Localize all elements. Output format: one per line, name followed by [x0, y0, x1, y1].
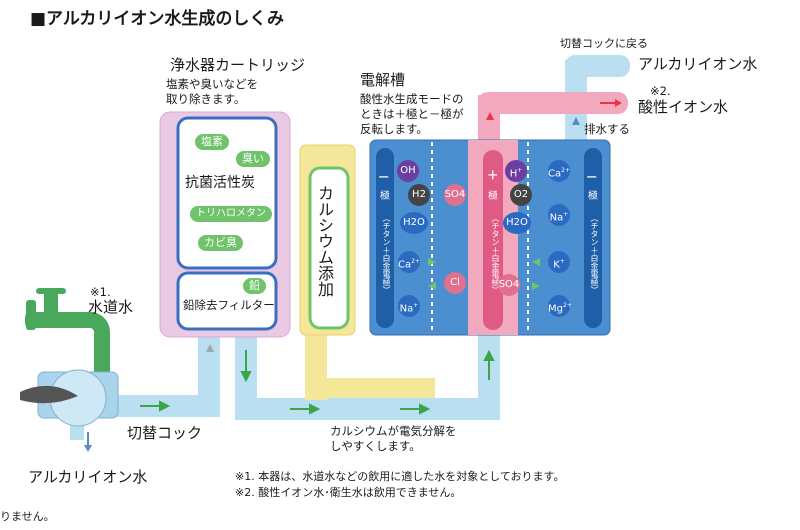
- flow-arrows: [140, 349, 495, 415]
- switch-return-label: 切替コックに戻る: [560, 37, 648, 50]
- switch-cock-graphic: [20, 369, 119, 427]
- acidic-outlet-label: 酸性イオン水: [638, 98, 729, 116]
- left-pole: 極: [380, 191, 390, 202]
- chip-chlorine: 塩素: [195, 134, 229, 150]
- tap-water-label: 水道水: [88, 298, 134, 316]
- up-arrows: [206, 344, 214, 352]
- faucet-graphic: [25, 288, 110, 372]
- ion-h2o-left: H2O: [400, 212, 428, 234]
- center-plus: ＋: [487, 168, 499, 182]
- calcium-note-1: カルシウムが電気分解を: [330, 424, 457, 438]
- page-title: ■アルカリイオン水生成のしくみ: [30, 9, 285, 29]
- cartridge-desc-2: 取り除きます。: [166, 92, 246, 106]
- pipe-calcium-run: [305, 378, 435, 398]
- ion-ca-right: Ca2+: [548, 160, 570, 182]
- drain-label: 排水する: [584, 122, 630, 136]
- note2-mark: ※2.: [650, 84, 671, 98]
- ion-arrows: [428, 258, 540, 290]
- acid-arrows: [486, 99, 622, 120]
- ion-so4-mid: SO4: [498, 274, 520, 296]
- footnote-2: ※2. 酸性イオン水･衛生水は飲用できません。: [235, 486, 462, 499]
- chip-lead: 鉛: [243, 278, 266, 294]
- alkaline-bottom-label: アルカリイオン水: [28, 468, 148, 486]
- note1-mark: ※1.: [90, 285, 111, 299]
- right-pole: 極: [588, 191, 598, 202]
- pipe-up-to-cartridge: [198, 330, 220, 417]
- calcium-chamber: [308, 166, 350, 330]
- alkaline-outlet-label: アルカリイオン水: [638, 55, 758, 73]
- carbon-label: 抗菌活性炭: [185, 175, 255, 191]
- ion-so4-top: SO4: [444, 184, 466, 206]
- ion-h2: H2: [408, 184, 430, 206]
- pipe-alkaline-out: [565, 55, 630, 77]
- center-pole: 極: [488, 191, 498, 202]
- cut-off-text: りません。: [0, 510, 55, 523]
- left-electrode-note: （チタン＋白金電極）: [382, 214, 391, 294]
- lead-filter-label: 鉛除去フィルター: [183, 298, 275, 312]
- ion-h: H+: [505, 160, 527, 182]
- calcium-note-2: しやすくします。: [330, 439, 421, 453]
- cartridge-heading: 浄水器カートリッジ: [170, 56, 306, 74]
- left-minus: －: [378, 170, 390, 184]
- ion-mg: Mg2+: [548, 295, 572, 317]
- ion-na-right: Na+: [548, 204, 570, 226]
- pipe-bottom-run: [235, 398, 500, 420]
- electrolysis-desc-1: 酸性水生成モードの: [360, 92, 464, 106]
- ion-na-left: Na+: [398, 295, 420, 317]
- ion-ca-left: Ca2+: [398, 251, 420, 273]
- ion-cl: Cl: [444, 272, 466, 294]
- ion-oh: OH: [397, 160, 419, 182]
- ion-o2: O2: [510, 184, 532, 206]
- left-electrode: [376, 148, 394, 328]
- electrolysis-heading: 電解槽: [360, 71, 406, 89]
- ion-k: K+: [548, 251, 570, 273]
- electrolysis-desc-3: 反転します。: [360, 122, 428, 136]
- right-minus: －: [586, 170, 598, 184]
- chip-mold-odor: カビ臭: [198, 235, 243, 251]
- chip-odor: 臭い: [236, 151, 270, 167]
- right-electrode-note: （チタン＋白金電極）: [590, 214, 599, 294]
- footnote-1: ※1. 本器は、水道水などの飲用に適した水を対象としております。: [235, 470, 565, 483]
- switch-cock-label: 切替コック: [127, 424, 203, 442]
- chip-trihalomethane: トリハロメタン: [190, 206, 272, 222]
- center-electrode-note: （チタン＋白金電極）: [491, 214, 500, 294]
- ion-h2o-right: H2O: [503, 212, 531, 234]
- pipe-acid-out: [478, 92, 628, 114]
- cartridge-desc-1: 塩素や臭いなどを: [166, 77, 258, 91]
- alkaline-arrows: [84, 117, 580, 452]
- right-electrode: [584, 148, 602, 328]
- calcium-label: カルシウム添加: [315, 185, 334, 297]
- electrolysis-desc-2: ときは＋極と－極が: [360, 107, 464, 121]
